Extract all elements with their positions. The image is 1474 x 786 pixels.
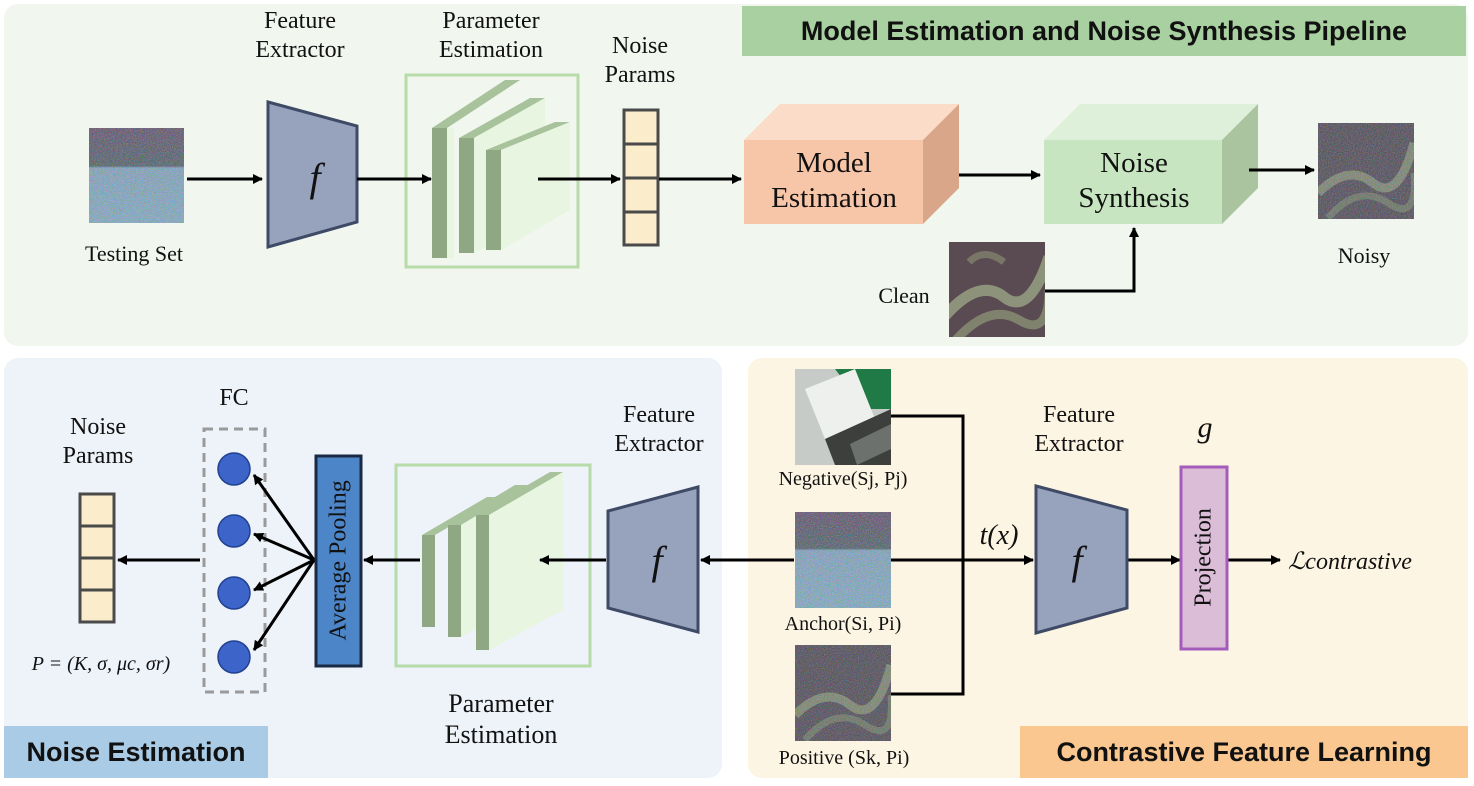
- noise-estimation-banner: Noise Estimation: [4, 726, 268, 778]
- left-feature-extractor-label: Feature Extractor: [614, 402, 704, 457]
- anchor-label: Anchor(Si, Pi): [784, 613, 902, 635]
- noise-estimation-panel: [4, 358, 722, 778]
- projection-label: Projection: [1190, 508, 1217, 607]
- transform-label: t(x): [979, 520, 1019, 551]
- clean-label: Clean: [878, 283, 930, 308]
- contrastive-banner: Contrastive Feature Learning: [1020, 726, 1468, 778]
- average-pooling-shape: [314, 454, 363, 668]
- negative-image: [795, 369, 891, 465]
- fc-arrows: [252, 474, 316, 651]
- noise-synthesis-box: [1044, 104, 1258, 224]
- top-noise-params-label: Noise Params: [604, 33, 676, 88]
- testing-set-noise: [89, 128, 184, 223]
- top-noise-params-vector: [622, 108, 660, 247]
- right-f-symbol: f: [1071, 538, 1083, 583]
- contrastive-connectors: [891, 414, 1281, 696]
- left-f-symbol: f: [651, 538, 663, 583]
- right-feature-extractor-shape: [1034, 484, 1129, 635]
- left-param-estimation-frame: [394, 463, 592, 668]
- fc-label: FC: [219, 385, 249, 411]
- positive-pattern: [791, 645, 896, 743]
- projection-shape: [1179, 465, 1229, 651]
- fc-frame: [202, 427, 267, 694]
- noise-params-formula: P = (K, σ, μc, σr): [31, 653, 171, 675]
- right-feature-extractor-label: Feature Extractor: [1034, 402, 1124, 457]
- top-feature-extractor-shape: [266, 100, 359, 249]
- noisy-output-image: [1314, 123, 1419, 221]
- top-param-layers: [432, 80, 570, 258]
- left-param-estimation-label: Parameter Estimation: [444, 689, 558, 750]
- positive-image: [791, 645, 896, 743]
- top-f-symbol: f: [309, 155, 321, 200]
- top-arrows: [187, 165, 1315, 293]
- left-feature-extractor-shape: [606, 485, 700, 634]
- testing-set-label: Testing Set: [84, 241, 184, 266]
- left-param-layers: [422, 472, 563, 650]
- model-estimation-box: [744, 104, 959, 224]
- anchor-image: [795, 512, 891, 608]
- positive-label: Positive (Sk, Pi): [778, 747, 910, 769]
- contrastive-loss-label: ℒcontrastive: [1288, 549, 1412, 575]
- left-noise-params-vector: [78, 492, 116, 624]
- top-param-estimation-label: Parameter Estimation: [439, 8, 543, 63]
- top-feature-extractor-label: Feature Extractor: [255, 8, 345, 63]
- testing-set-image: [89, 128, 184, 223]
- average-pooling-label: Average Pooling: [325, 480, 352, 641]
- pipeline-banner: Model Estimation and Noise Synthesis Pip…: [742, 6, 1466, 56]
- model-estimation-label: Model Estimation: [771, 147, 897, 214]
- g-symbol: g: [1197, 411, 1213, 444]
- top-param-estimation-frame: [404, 73, 580, 269]
- anchor-noise: [795, 512, 891, 608]
- noisy-output-pattern: [1314, 123, 1419, 221]
- noisy-label: Noisy: [1337, 243, 1391, 268]
- noise-synthesis-label: Noise Synthesis: [1078, 147, 1190, 214]
- negative-label: Negative(Sj, Pj): [778, 468, 908, 490]
- left-noise-params-label: Noise Params: [62, 414, 134, 469]
- negative-photo: [795, 369, 891, 465]
- fc-nodes: [217, 452, 251, 674]
